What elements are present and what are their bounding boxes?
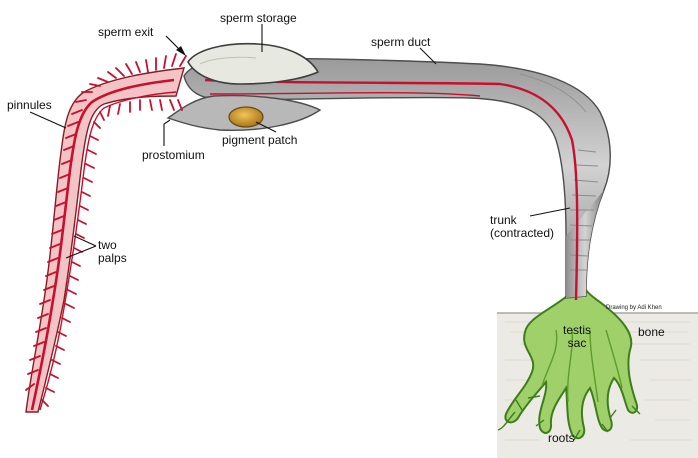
label-pinnules: pinnules bbox=[7, 98, 52, 112]
leader-trunk bbox=[529, 207, 571, 217]
label-trunk-line2: (contracted) bbox=[490, 226, 555, 240]
label-trunk: trunk (contracted) bbox=[490, 214, 570, 240]
palps bbox=[25, 53, 187, 413]
leader-two-palps-2 bbox=[65, 245, 97, 259]
leader-lines bbox=[29, 24, 571, 259]
label-sperm-exit: sperm exit bbox=[98, 25, 154, 39]
drawing-credit: Drawing by Adi Khen bbox=[606, 305, 662, 311]
label-sperm-duct: sperm duct bbox=[371, 35, 431, 49]
leader-two-palps-1 bbox=[73, 235, 97, 247]
label-testis-sac: testis sac bbox=[557, 324, 597, 350]
label-testis-sac-line2: sac bbox=[567, 336, 587, 350]
label-sperm-storage: sperm storage bbox=[220, 11, 297, 25]
testis-sac-roots bbox=[497, 288, 641, 441]
label-two-palps: two palps bbox=[98, 239, 138, 265]
label-two-palps-line2: palps bbox=[98, 251, 127, 265]
label-pigment-patch: pigment patch bbox=[222, 133, 298, 147]
sperm-exit-arrow bbox=[165, 35, 186, 56]
label-bone: bone bbox=[638, 325, 665, 339]
label-prostomium: prostomium bbox=[142, 148, 205, 162]
leader-pigment-patch bbox=[255, 121, 277, 133]
leader-sperm-duct bbox=[419, 47, 437, 65]
pigment-patch bbox=[228, 106, 264, 128]
sperm-storage bbox=[187, 42, 320, 85]
label-roots: roots bbox=[548, 431, 575, 445]
leader-prostomium bbox=[163, 119, 171, 146]
leader-pinnules bbox=[29, 111, 67, 129]
label-testis-sac-line1: testis bbox=[562, 323, 591, 337]
label-trunk-line1: trunk bbox=[490, 213, 517, 227]
label-two-palps-line1: two bbox=[98, 238, 117, 252]
worm-body bbox=[183, 57, 611, 301]
